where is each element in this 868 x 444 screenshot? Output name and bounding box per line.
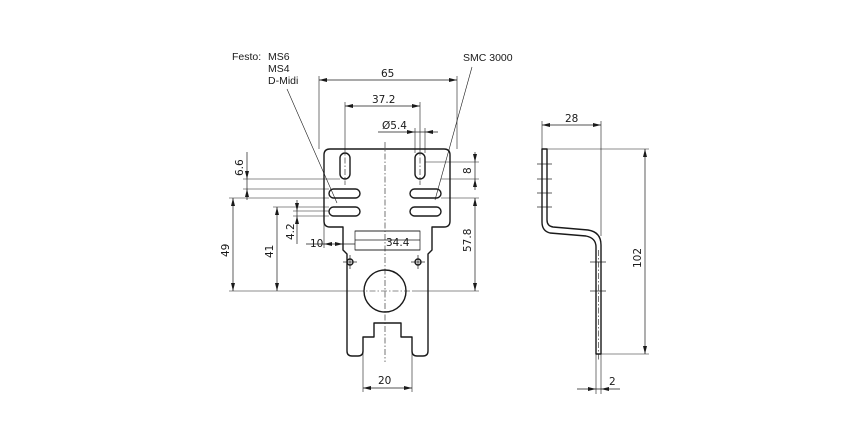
festo-ms4: MS4 bbox=[268, 63, 290, 75]
bracket-outline bbox=[323, 148, 451, 357]
dim-28: 28 bbox=[565, 113, 578, 125]
dim-4-2: 4.2 bbox=[285, 223, 297, 240]
dim-10: 10 bbox=[310, 238, 323, 250]
dim-41: 41 bbox=[264, 245, 276, 258]
side-profile bbox=[541, 148, 602, 355]
slot-right-h1 bbox=[409, 188, 442, 199]
slot-left-h2 bbox=[328, 206, 361, 217]
dim-2: 2 bbox=[609, 376, 616, 388]
smc-label: SMC 3000 bbox=[463, 52, 513, 64]
slot-right-vertical bbox=[414, 152, 426, 180]
side-view bbox=[537, 148, 606, 360]
dim-hole-dia: Ø5.4 bbox=[382, 120, 407, 132]
dim-57-8: 57.8 bbox=[462, 229, 474, 252]
slot-left-vertical bbox=[339, 152, 351, 180]
dim-102: 102 bbox=[632, 248, 644, 268]
slot-right-h2 bbox=[409, 206, 442, 217]
dim-6-6: 6.6 bbox=[234, 159, 246, 176]
dim-8: 8 bbox=[462, 167, 474, 174]
side-view-dimensions: 28 102 2 bbox=[541, 113, 649, 394]
dim-65: 65 bbox=[381, 68, 394, 80]
part-labels: Festo: MS6 MS4 D-Midi SMC 3000 bbox=[232, 51, 513, 204]
front-view bbox=[323, 142, 451, 362]
slot-left-h1 bbox=[328, 188, 361, 199]
festo-d-midi: D-Midi bbox=[268, 75, 298, 87]
dim-49: 49 bbox=[220, 244, 232, 257]
dim-34-4: 34.4 bbox=[386, 237, 410, 249]
dim-20: 20 bbox=[378, 375, 391, 387]
dim-37-2: 37.2 bbox=[372, 94, 395, 106]
festo-prefix: Festo: bbox=[232, 51, 261, 63]
bend-zone bbox=[354, 230, 421, 251]
festo-ms6: MS6 bbox=[268, 51, 290, 63]
front-view-dimensions: 65 37.2 Ø5.4 6.6 8 49 bbox=[220, 68, 479, 392]
